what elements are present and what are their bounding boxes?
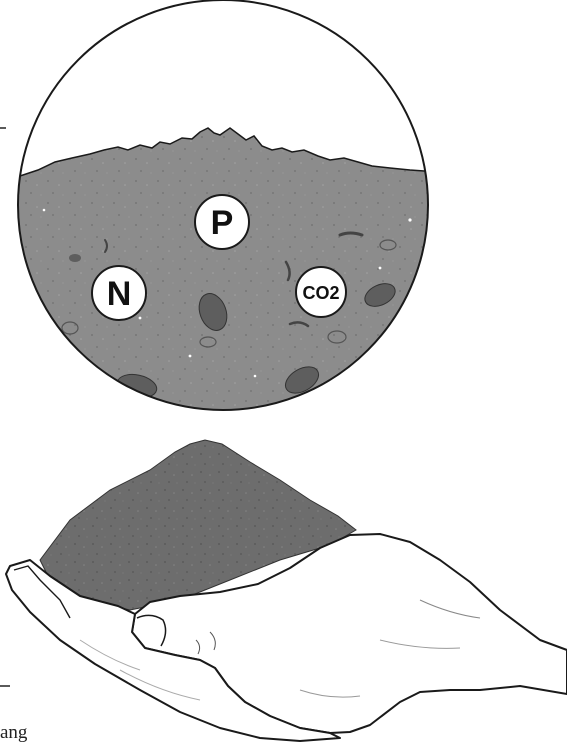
edge-text-fragment: ang [0,722,27,744]
nutrient-symbol-p: P [211,204,234,242]
nutrient-label-n: N [92,266,146,320]
nutrient-symbol-n: N [107,275,132,313]
nutrient-label-co2: CO2 [296,267,346,317]
nutrient-symbol-co2: CO2 [302,283,339,303]
nutrient-label-p: P [195,195,249,249]
